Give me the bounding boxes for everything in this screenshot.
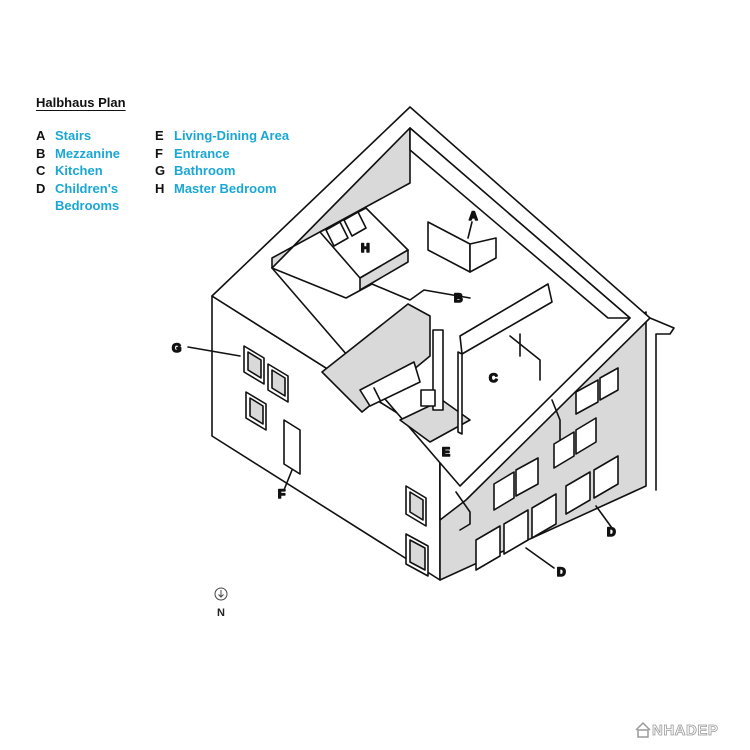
callout-d1: D bbox=[557, 565, 566, 579]
callout-a: A bbox=[469, 209, 478, 223]
stove-body bbox=[420, 389, 436, 407]
stove-pipe bbox=[432, 329, 444, 411]
mezzanine-parapet bbox=[459, 283, 553, 355]
gable-wall-windows bbox=[475, 367, 619, 571]
leader-f bbox=[283, 469, 293, 491]
leader-d2 bbox=[595, 505, 613, 529]
central-column bbox=[457, 351, 463, 435]
callout-g: G bbox=[172, 341, 181, 355]
watermark: NHADEP bbox=[652, 722, 719, 740]
entrance-door bbox=[283, 419, 301, 475]
bed-pillow-2 bbox=[343, 211, 367, 237]
living-back-wall bbox=[321, 303, 431, 413]
right-eave-return bbox=[649, 317, 675, 491]
leader-g bbox=[187, 346, 241, 357]
mezzanine-edge bbox=[271, 267, 471, 301]
callout-c: C bbox=[489, 371, 498, 385]
leader-a bbox=[467, 221, 473, 239]
compass: N bbox=[212, 587, 230, 619]
callout-b: B bbox=[454, 291, 463, 305]
left-eave-return bbox=[455, 491, 471, 531]
back-wall-right bbox=[409, 127, 631, 319]
home-icon bbox=[635, 721, 651, 738]
stair-block-top bbox=[469, 237, 497, 273]
callout-d2: D bbox=[607, 525, 616, 539]
left-wall-windows bbox=[243, 345, 429, 577]
callout-f: F bbox=[278, 487, 285, 501]
bed-pillow-1 bbox=[325, 221, 349, 247]
sofa bbox=[359, 361, 421, 407]
compass-north-label: N bbox=[217, 607, 225, 619]
plan-title: Halbhaus Plan bbox=[36, 95, 126, 110]
north-arrow-icon bbox=[214, 587, 228, 601]
leader-d1 bbox=[525, 547, 555, 569]
sofa-cushions bbox=[373, 387, 381, 401]
callout-e: E bbox=[442, 445, 450, 459]
callout-h: H bbox=[361, 241, 370, 255]
back-wall-left bbox=[271, 127, 411, 269]
bed-side bbox=[359, 249, 409, 291]
